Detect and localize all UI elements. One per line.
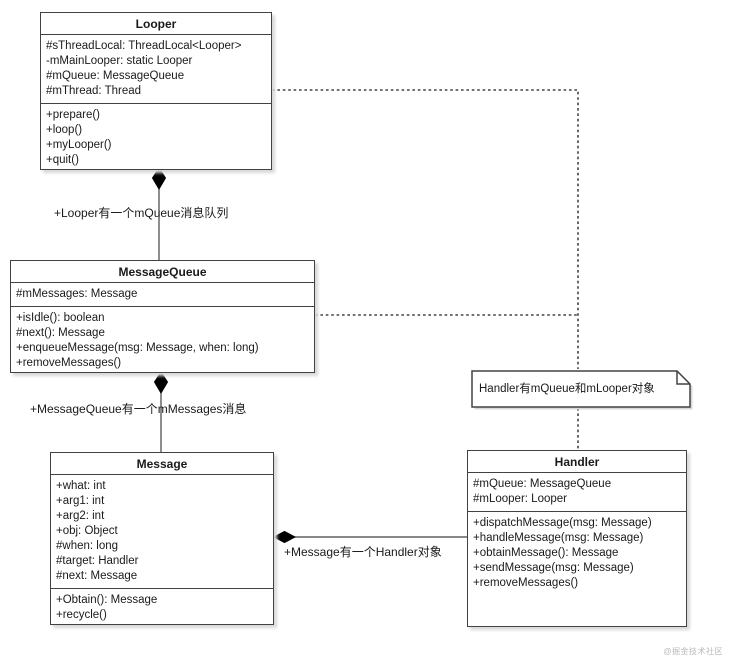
edge-label-messagequeue-mmessages: +MessageQueue有一个mMessages消息 [30, 402, 247, 416]
class-attributes-looper: #sThreadLocal: ThreadLocal<Looper> -mMai… [41, 35, 271, 104]
method-row: +sendMessage(msg: Message) [473, 562, 634, 574]
method-row: +enqueueMessage(msg: Message, when: long… [16, 342, 259, 354]
method-row: +removeMessages() [16, 357, 122, 369]
class-attributes-message: +what: int +arg1: int +arg2: int +obj: O… [51, 475, 273, 589]
class-methods-handler: +dispatchMessage(msg: Message) +handleMe… [468, 512, 686, 626]
class-title-looper: Looper [41, 13, 271, 35]
method-row: +dispatchMessage(msg: Message) [473, 517, 652, 529]
attribute-row: #next: Message [56, 570, 138, 582]
attribute-row: #sThreadLocal: ThreadLocal<Looper> [46, 40, 242, 52]
attribute-row: -mMainLooper: static Looper [46, 55, 193, 67]
attribute-row: #when: long [56, 540, 119, 552]
attribute-row: +arg1: int [56, 495, 105, 507]
note-anchor-looper-dashed-line [272, 89, 579, 369]
class-box-messagequeue: MessageQueue #mMessages: Message +isIdle… [10, 260, 315, 373]
class-box-handler: Handler #mQueue: MessageQueue #mLooper: … [467, 450, 687, 627]
class-title-handler: Handler [468, 451, 686, 473]
edge-label-looper-mqueue: +Looper有一个mQueue消息队列 [54, 206, 229, 220]
attribute-row: #mThread: Thread [46, 85, 142, 97]
class-methods-looper: +prepare() +loop() +myLooper() +quit() [41, 104, 271, 172]
class-box-message: Message +what: int +arg1: int +arg2: int… [50, 452, 274, 625]
class-attributes-handler: #mQueue: MessageQueue #mLooper: Looper [468, 473, 686, 512]
attribute-row: #target: Handler [56, 555, 139, 567]
class-box-looper: Looper #sThreadLocal: ThreadLocal<Looper… [40, 12, 272, 170]
method-row: +isIdle(): boolean [16, 312, 105, 324]
composition-diamond-looper [151, 167, 167, 190]
attribute-row: #mMessages: Message [16, 288, 138, 300]
note-fold-icon [676, 371, 690, 385]
watermark: @掘金技术社区 [663, 647, 723, 656]
class-methods-messagequeue: +isIdle(): boolean #next(): Message +enq… [11, 307, 314, 375]
method-row: +prepare() [46, 109, 101, 121]
attribute-row: +obj: Object [56, 525, 118, 537]
attribute-row: #mLooper: Looper [473, 493, 567, 505]
method-row: +myLooper() [46, 139, 112, 151]
note-text: Handler有mQueue和mLooper对象 [479, 383, 655, 395]
method-row: +obtainMessage(): Message [473, 547, 619, 559]
class-methods-message: +Obtain(): Message +recycle() [51, 589, 273, 627]
method-row: +quit() [46, 154, 79, 166]
class-title-messagequeue: MessageQueue [11, 261, 314, 283]
note-shape [471, 370, 691, 408]
class-title-message: Message [51, 453, 273, 475]
class-attributes-messagequeue: #mMessages: Message [11, 283, 314, 307]
method-row: #next(): Message [16, 327, 105, 339]
composition-diamond-message [272, 530, 297, 544]
method-row: +removeMessages() [473, 577, 579, 589]
method-row: +Obtain(): Message [56, 594, 158, 606]
attribute-row: +what: int [56, 480, 106, 492]
attribute-row: +arg2: int [56, 510, 105, 522]
method-row: +handleMessage(msg: Message) [473, 532, 644, 544]
method-row: +loop() [46, 124, 83, 136]
composition-diamond-messagequeue [153, 371, 169, 394]
attribute-row: #mQueue: MessageQueue [46, 70, 185, 82]
edge-label-message-handler: +Message有一个Handler对象 [284, 545, 442, 559]
attribute-row: #mQueue: MessageQueue [473, 478, 612, 490]
method-row: +recycle() [56, 609, 107, 621]
